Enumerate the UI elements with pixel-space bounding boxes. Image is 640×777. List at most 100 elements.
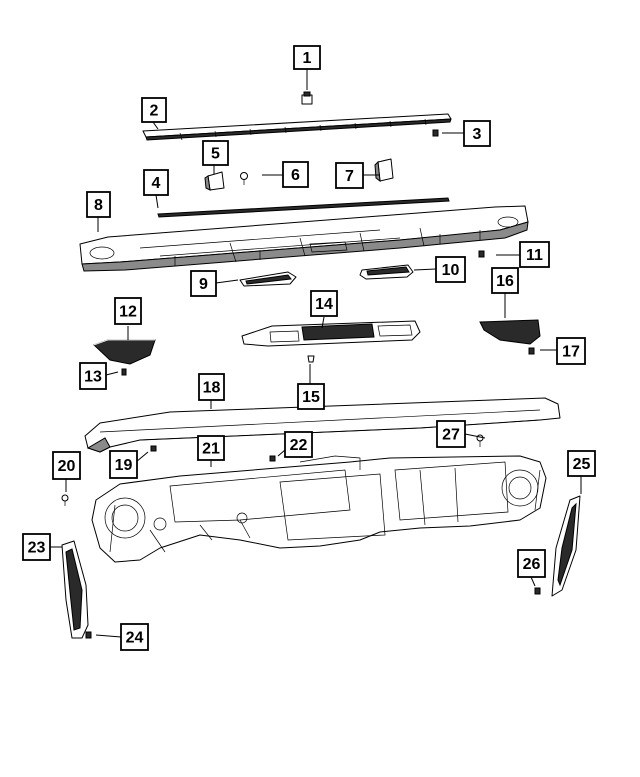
callout-label: 6 <box>291 167 300 184</box>
callout-box <box>297 383 325 410</box>
callout-box <box>202 140 229 166</box>
part-19-clip <box>150 445 157 452</box>
part-15-clip <box>307 355 315 363</box>
callout-box <box>293 45 321 70</box>
callout-label: 22 <box>290 437 308 454</box>
callout-23: 23 <box>22 533 51 561</box>
part-18-dash-pad <box>84 397 561 453</box>
callout-3: 3 <box>463 120 491 147</box>
part-4-seal-strip <box>157 197 450 218</box>
callout-25: 25 <box>567 450 596 477</box>
part-5-bracket <box>204 171 225 191</box>
callout-box <box>197 435 225 461</box>
part-16-speaker-grille <box>479 319 541 345</box>
callout-10: 10 <box>435 256 466 283</box>
part-20-screw <box>61 494 69 506</box>
callout-21: 21 <box>197 435 225 461</box>
callout-box <box>282 161 309 188</box>
callout-5: 5 <box>202 140 229 166</box>
callout-label: 16 <box>496 273 514 290</box>
callout-label: 14 <box>315 296 333 313</box>
callout-box <box>143 169 169 196</box>
callout-22: 22 <box>284 431 313 458</box>
callout-label: 5 <box>211 146 220 163</box>
callout-box <box>517 549 546 578</box>
callout-26: 26 <box>517 549 546 578</box>
callout-box <box>463 120 491 147</box>
callout-17: 17 <box>556 337 586 365</box>
callout-label: 21 <box>202 441 220 458</box>
part-17-clip <box>528 347 535 355</box>
part-2-defroster-strip <box>142 113 452 141</box>
part-24-clip <box>85 631 92 639</box>
callout-19: 19 <box>109 450 138 479</box>
callout-12: 12 <box>114 297 142 325</box>
callout-24: 24 <box>120 623 149 651</box>
callout-label: 24 <box>126 630 144 647</box>
callout-box <box>567 450 596 477</box>
callout-15: 15 <box>297 383 325 410</box>
callout-box <box>114 297 142 325</box>
part-11-clip <box>478 250 485 258</box>
callout-label: 18 <box>203 380 221 397</box>
callout-label: 7 <box>345 168 354 185</box>
callout-label: 1 <box>303 50 312 67</box>
callout-label: 4 <box>152 175 161 192</box>
callout-box <box>556 337 586 365</box>
callout-label: 20 <box>58 458 76 475</box>
part-23-left-end-panel <box>61 540 89 639</box>
part-13-clip <box>121 368 127 376</box>
callout-box <box>435 256 466 283</box>
callout-box <box>190 270 217 297</box>
callout-27: 27 <box>436 420 466 448</box>
callout-label: 19 <box>115 457 133 474</box>
callout-box <box>491 267 519 294</box>
callout-2: 2 <box>141 97 167 123</box>
callout-label: 25 <box>573 456 591 473</box>
callout-9: 9 <box>190 270 217 297</box>
callout-label: 23 <box>28 540 46 557</box>
part-21-carrier-frame <box>91 455 547 563</box>
callout-label: 8 <box>94 197 103 214</box>
callout-box <box>120 623 149 651</box>
callout-20: 20 <box>52 451 81 480</box>
callout-label: 13 <box>84 369 102 386</box>
callout-box <box>22 533 51 561</box>
callout-box <box>141 97 167 123</box>
callout-label: 26 <box>523 556 541 573</box>
callout-box <box>79 362 107 390</box>
callout-16: 16 <box>491 267 519 294</box>
callout-label: 15 <box>302 389 320 406</box>
callout-box <box>52 451 81 480</box>
part-14-center-vent <box>241 320 421 347</box>
part-26-clip <box>534 587 541 595</box>
callout-1: 1 <box>293 45 321 70</box>
part-8-upper-frame <box>79 205 529 272</box>
callout-box <box>519 241 550 268</box>
callout-14: 14 <box>310 290 338 317</box>
callout-label: 17 <box>562 344 580 361</box>
part-12-speaker-grille <box>93 339 156 365</box>
callout-4: 4 <box>143 169 169 196</box>
callout-8: 8 <box>86 191 111 218</box>
part-6-screw <box>240 172 248 185</box>
part-25-right-end-panel <box>551 495 581 597</box>
part-3-clip <box>432 129 439 137</box>
callout-label: 11 <box>526 247 543 264</box>
callout-box <box>86 191 111 218</box>
leader-lines <box>50 69 582 638</box>
callout-box <box>198 373 225 401</box>
callout-11: 11 <box>519 241 550 268</box>
callout-box <box>335 162 364 189</box>
part-22-clip <box>269 455 276 462</box>
callout-label: 2 <box>150 103 159 120</box>
callout-box <box>436 420 466 448</box>
callout-6: 6 <box>282 161 309 188</box>
callout-7: 7 <box>335 162 364 189</box>
callout-18: 18 <box>198 373 225 401</box>
part-1-clip <box>301 91 313 105</box>
callout-label: 3 <box>473 126 482 143</box>
part-7-bracket <box>374 158 394 183</box>
